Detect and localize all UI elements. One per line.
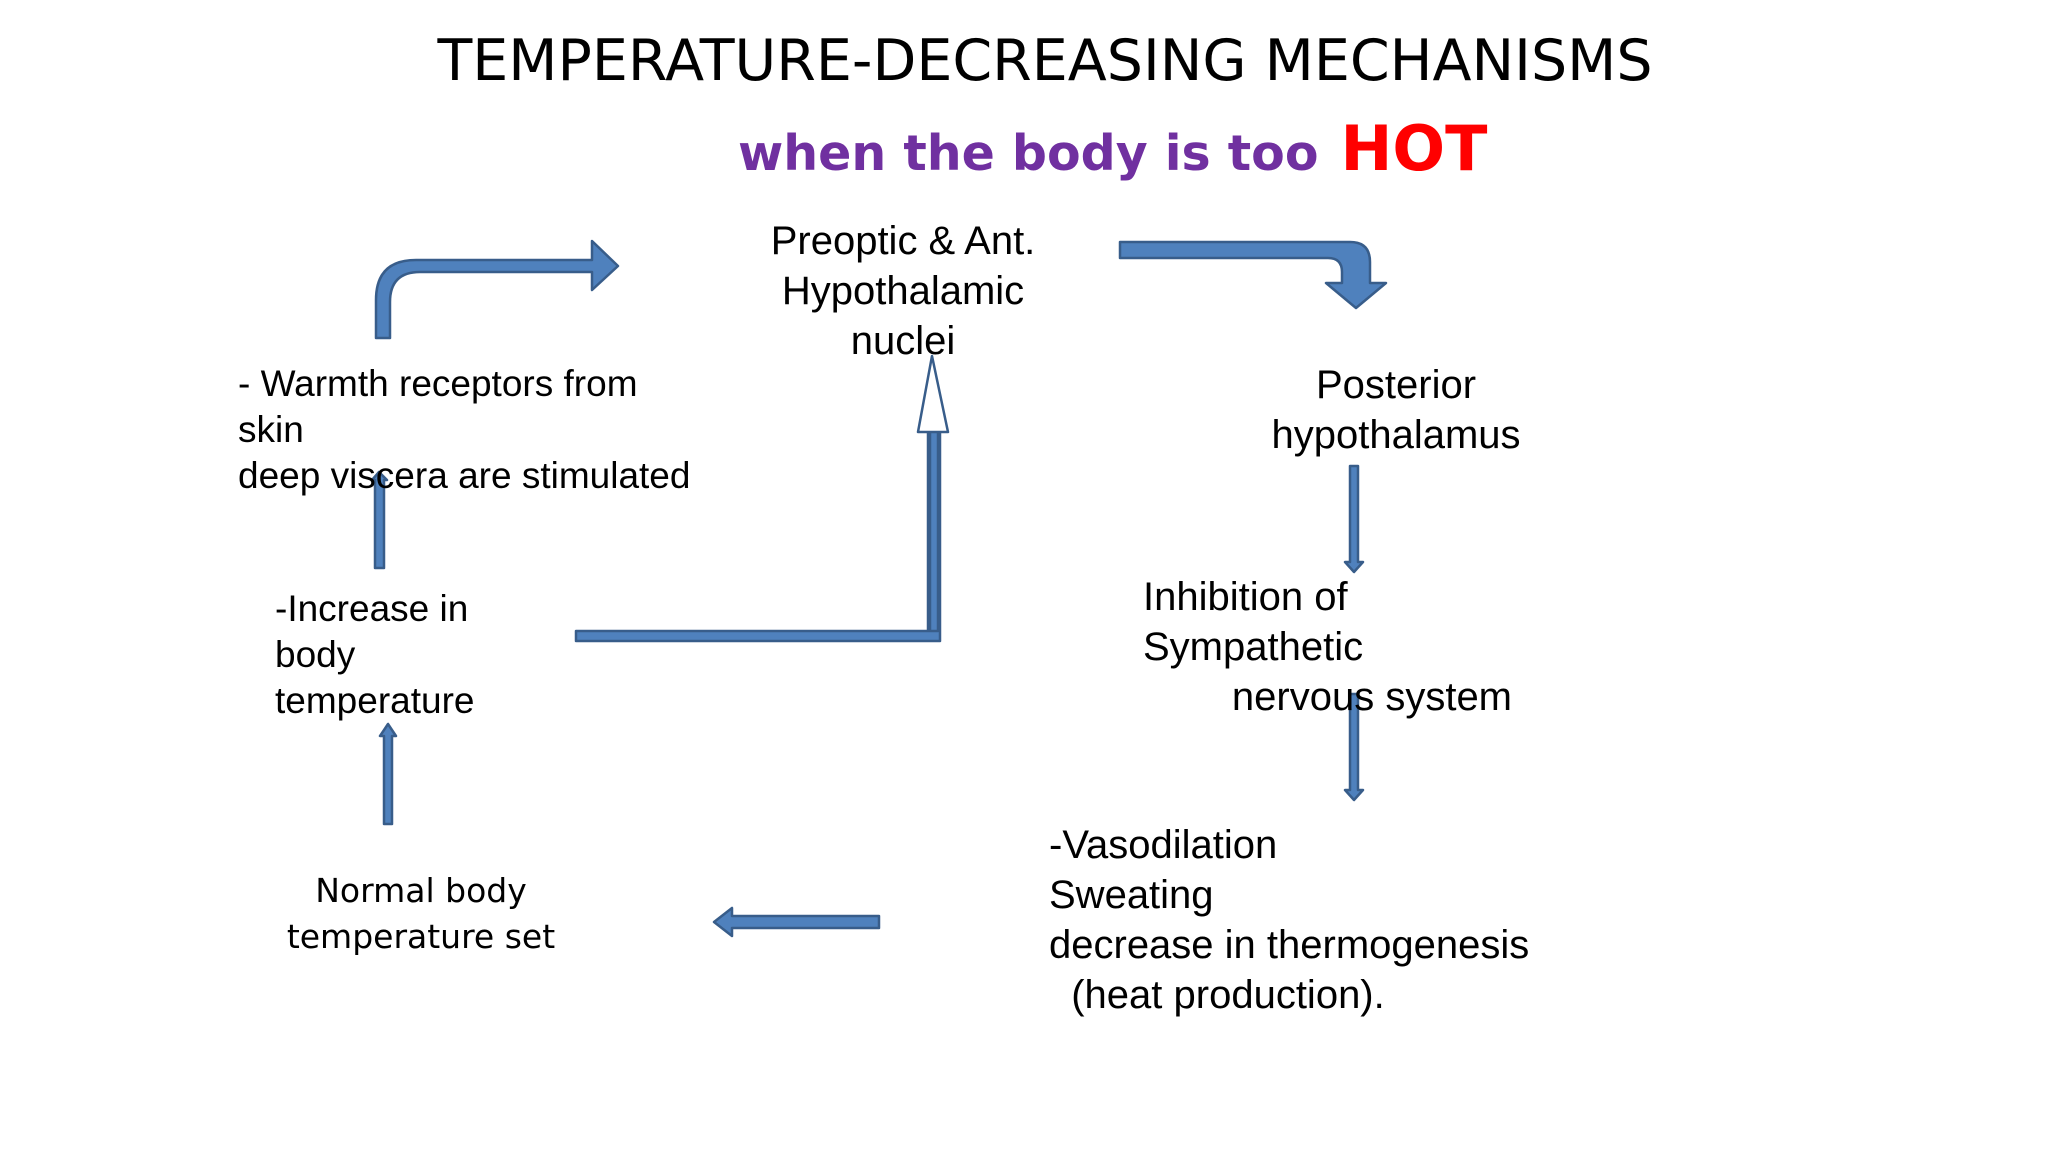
node-posterior-hypothalamus: Posterior hypothalamus	[1271, 363, 1521, 457]
node-preoptic-hypothalamic-nuclei: Preoptic & Ant. Hypothalamic nuclei	[770, 219, 1036, 363]
node-increase-temperature: -Increase in body temperature	[275, 588, 475, 721]
subtitle-text: when the body is too	[738, 125, 1319, 182]
slide-title: TEMPERATURE-DECREASING MECHANISMS	[437, 28, 1653, 94]
arrow-warmth-to-preoptic	[374, 239, 620, 340]
arrow-posterior-to-inhibition	[1343, 464, 1365, 574]
arrow-increase-to-warmth	[370, 470, 389, 570]
arrow-effects-to-normal	[712, 906, 881, 938]
arrow-increase-to-preoptic	[574, 354, 950, 643]
subtitle-emphasis: HOT	[1340, 112, 1488, 185]
node-inhibition-sympathetic: Inhibition of Sympathetic nervous system	[1143, 575, 1513, 719]
slide-subtitle: when the body is too HOT	[738, 112, 1487, 185]
arrow-inhibition-to-effects	[1343, 692, 1365, 802]
node-normal-temperature: Normal body temperature set	[286, 871, 556, 956]
node-warmth-receptors: - Warmth receptors from skin deep viscer…	[238, 363, 691, 496]
node-effects: -Vasodilation Sweating decrease in therm…	[1049, 823, 1530, 1017]
arrow-normal-to-increase	[378, 722, 398, 826]
arrow-preoptic-to-posterior	[1118, 240, 1388, 310]
